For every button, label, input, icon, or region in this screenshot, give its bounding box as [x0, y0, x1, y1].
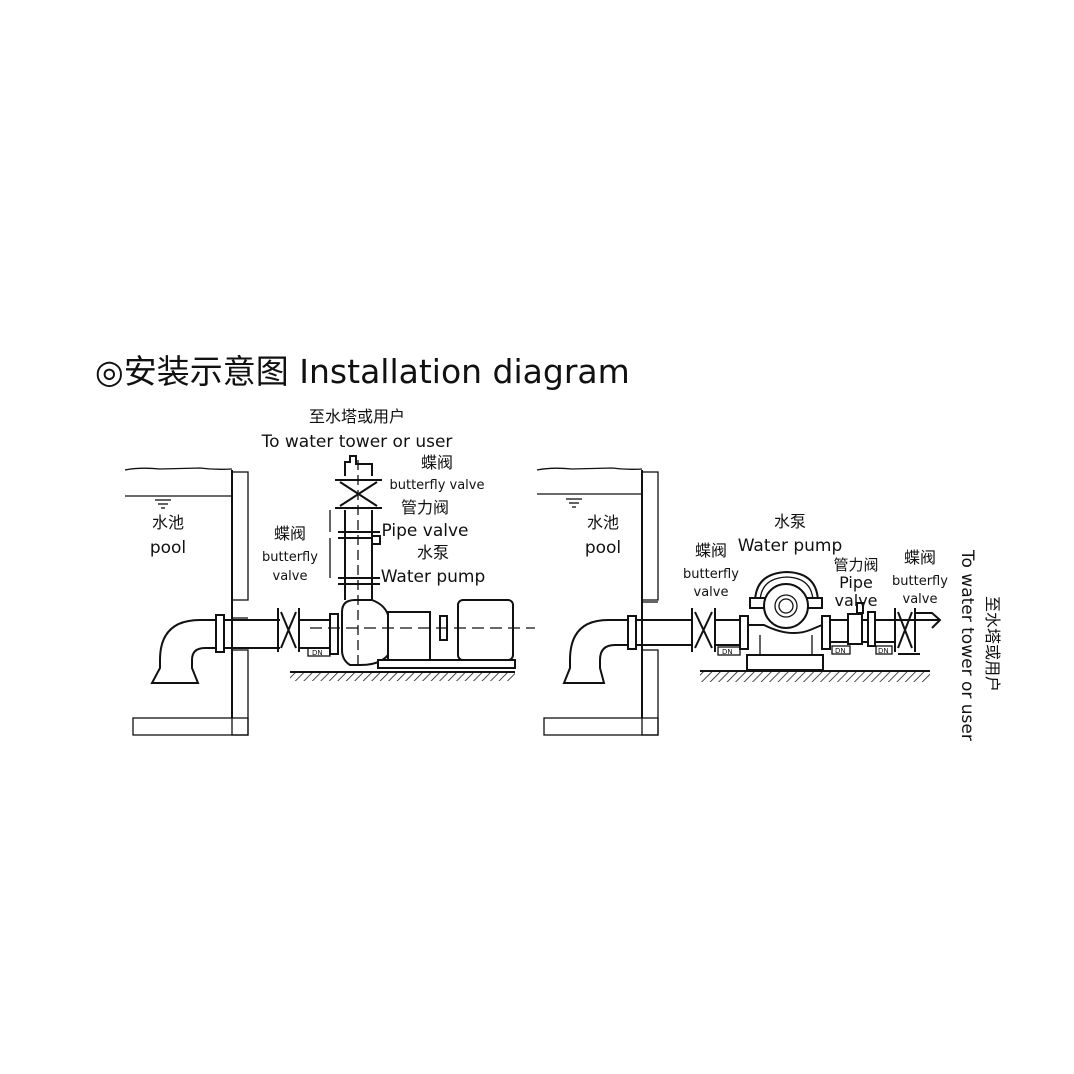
water-level-icon [566, 498, 582, 508]
right-installation: DN DN DN [536, 467, 1002, 741]
left-vertical-discharge [329, 455, 382, 670]
pump-label-en: Water pump [738, 536, 843, 556]
left-butterfly-valve-icon: DN [277, 608, 339, 657]
outlet-valve-label-en: butterfly [892, 574, 948, 589]
butterfly-valve-label-en: butterfly valve [389, 478, 484, 493]
right-discharge-pipe: DN DN [700, 602, 942, 682]
outlet-label-en: To water tower or user [261, 432, 453, 452]
pump-label-cn: 水泵 [774, 512, 806, 531]
dn-label: DN [835, 647, 846, 655]
inlet-valve-label-cn: 蝶阀 [695, 541, 727, 560]
inlet-valve-label-en-2: valve [694, 585, 729, 600]
side-valve-label-en: butterfly [262, 550, 318, 565]
pipe-valve-label-cn: 管力阀 [401, 498, 449, 517]
pool-label-cn: 水池 [152, 513, 184, 532]
outlet-label-cn: 至水塔或用户 [983, 596, 1002, 692]
left-water-pump [290, 599, 535, 681]
outlet-valve-label-cn: 蝶阀 [904, 548, 936, 567]
diagram-title: ◎安装示意图 Installation diagram [95, 352, 630, 391]
outlet-label-cn: 至水塔或用户 [309, 407, 405, 426]
outlet-valve-label-en-2: valve [903, 592, 938, 607]
right-pool [536, 467, 659, 736]
left-suction-pipe [150, 614, 280, 684]
pipe-valve-label-en-2: valve [834, 591, 877, 610]
right-water-pump [746, 570, 824, 671]
dn-label: DN [722, 648, 733, 656]
water-level-icon [155, 499, 171, 509]
pipe-valve-label-en: Pipe [839, 573, 873, 592]
inlet-valve-label-en: butterfly [683, 567, 739, 582]
right-inlet-butterfly-valve-icon: DN [691, 608, 749, 656]
pipe-valve-label-cn: 管力阀 [833, 556, 878, 574]
left-installation: DN 水池 pool 至水塔或用户 To water tower or user… [124, 407, 535, 736]
pump-label-en: Water pump [381, 567, 486, 587]
side-valve-label-cn: 蝶阀 [274, 524, 306, 543]
dn-label: DN [878, 647, 889, 655]
dn-label: DN [312, 649, 323, 657]
left-pool [124, 467, 249, 736]
pipe-valve-label-en: Pipe valve [382, 521, 469, 541]
pump-label-cn: 水泵 [417, 543, 449, 562]
side-valve-label-en-2: valve [273, 569, 308, 584]
pool-label-cn: 水池 [587, 513, 619, 532]
right-suction-pipe [562, 615, 692, 684]
pool-label-en: pool [150, 538, 186, 558]
butterfly-valve-label-cn: 蝶阀 [421, 453, 453, 472]
pool-label-en: pool [585, 538, 621, 558]
outlet-label-en: To water tower or user [957, 549, 977, 741]
